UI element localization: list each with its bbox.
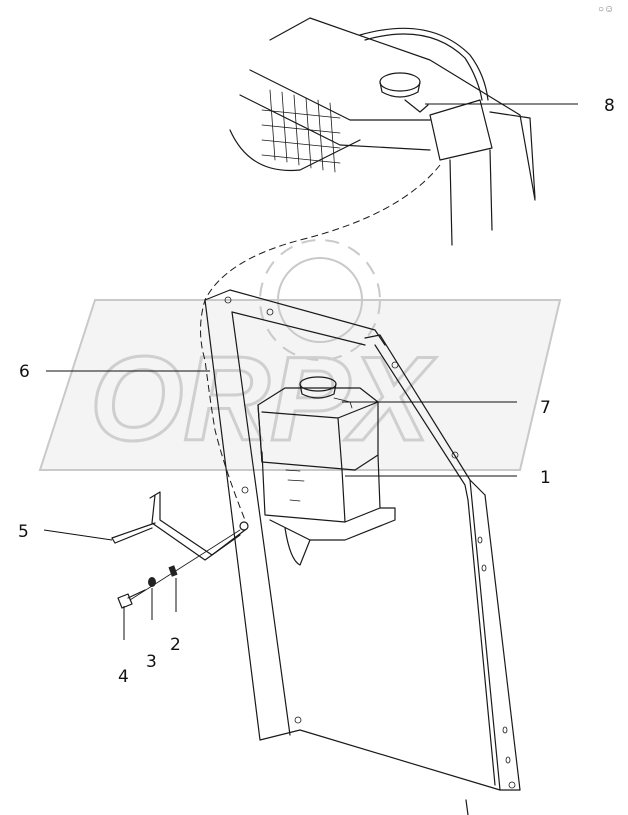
callout-2: 2 bbox=[170, 635, 181, 655]
callout-4: 4 bbox=[118, 667, 129, 687]
radiator-top bbox=[229, 17, 536, 246]
leader-lines bbox=[43, 103, 578, 640]
corner-mark: ○☺ bbox=[598, 4, 614, 15]
overflow-tube-path bbox=[200, 164, 441, 521]
callout-5: 5 bbox=[18, 522, 29, 542]
callout-8: 8 bbox=[604, 96, 615, 116]
watermark-logo: ORPX bbox=[38, 239, 562, 471]
support-rod bbox=[111, 491, 249, 561]
mounting-bracket bbox=[204, 289, 521, 815]
callout-6: 6 bbox=[19, 362, 30, 382]
callout-1: 1 bbox=[540, 468, 551, 488]
fastener-set bbox=[117, 529, 241, 609]
watermark-text: ORPX bbox=[90, 332, 437, 466]
callout-7: 7 bbox=[540, 398, 551, 418]
callout-3: 3 bbox=[146, 652, 157, 672]
